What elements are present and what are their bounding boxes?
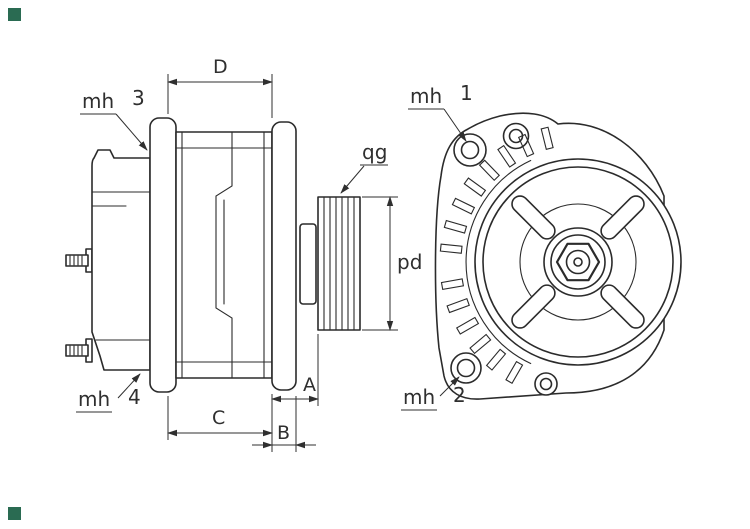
pulley-spokes bbox=[511, 195, 645, 329]
body-seam bbox=[215, 131, 233, 379]
dimension-b: B bbox=[252, 396, 316, 452]
pulley-mid-ring bbox=[519, 203, 637, 321]
dimension-b-label: B bbox=[277, 422, 290, 444]
shaft-center bbox=[573, 257, 583, 267]
mounting-hole-1 bbox=[453, 133, 487, 167]
mh2-prefix: mh bbox=[403, 385, 435, 409]
vent-slot bbox=[469, 333, 492, 355]
vent-slot bbox=[463, 177, 487, 197]
mounting-hole-2 bbox=[450, 352, 482, 384]
vent-slot bbox=[455, 316, 480, 335]
mounting-hole-top-right bbox=[502, 122, 530, 150]
hub-washer bbox=[550, 234, 606, 290]
mh4-prefix: mh bbox=[78, 387, 110, 411]
vent-slot bbox=[443, 219, 468, 234]
terminal-stud-top bbox=[65, 248, 93, 273]
vent-slot bbox=[440, 278, 465, 291]
shaft-spacer bbox=[299, 223, 317, 305]
spoke bbox=[600, 195, 645, 240]
dimension-d-label: D bbox=[213, 56, 228, 78]
callout-mh1: mh 1 bbox=[408, 81, 473, 142]
rear-housing bbox=[91, 149, 151, 371]
dimension-c: C bbox=[167, 394, 273, 452]
mh4-number: 4 bbox=[128, 385, 141, 409]
dimension-qg: qg bbox=[340, 140, 388, 194]
mh1-number: 1 bbox=[460, 81, 473, 105]
shaft-hex-nut bbox=[555, 242, 601, 282]
vent-slot bbox=[446, 298, 470, 314]
front-view bbox=[434, 112, 682, 400]
mh3-number: 3 bbox=[132, 86, 145, 110]
mh1-prefix: mh bbox=[410, 84, 442, 108]
dimension-qg-label: qg bbox=[362, 140, 387, 164]
dimension-c-label: C bbox=[212, 407, 225, 429]
mounting-hole-bottom-right bbox=[534, 372, 558, 396]
pulley-inner-rim bbox=[482, 166, 674, 358]
callout-mh2: mh 2 bbox=[401, 376, 466, 411]
mh3-prefix: mh bbox=[82, 89, 114, 113]
mh2-number: 2 bbox=[453, 383, 466, 407]
shaft-end bbox=[565, 249, 591, 275]
callout-mh3: mh 3 bbox=[80, 86, 148, 151]
rear-mounting-lug bbox=[149, 117, 177, 393]
dimension-pd-label: pd bbox=[397, 250, 422, 274]
dimension-a-label: A bbox=[303, 374, 316, 396]
stator-body bbox=[175, 131, 273, 379]
side-view bbox=[65, 117, 361, 393]
vent-slot bbox=[485, 348, 507, 371]
terminal-stud-bottom bbox=[65, 338, 93, 363]
corner-mark-bottom-left bbox=[8, 507, 21, 520]
pulley-front bbox=[474, 158, 682, 366]
vent-slot bbox=[451, 197, 476, 215]
pulley-grooves bbox=[323, 196, 355, 331]
bracket-face-arc bbox=[465, 159, 532, 365]
vent-slot bbox=[478, 159, 501, 182]
corner-mark-top-left bbox=[8, 8, 21, 21]
spoke bbox=[511, 195, 556, 240]
front-mounting-lug bbox=[271, 121, 297, 391]
pulley-side bbox=[317, 196, 361, 331]
vent-slots-upper bbox=[439, 126, 554, 254]
vent-slot bbox=[497, 144, 517, 168]
dimension-a: A bbox=[271, 334, 319, 406]
vent-slot bbox=[517, 133, 535, 158]
vent-slot bbox=[540, 126, 554, 150]
callout-mh4: mh 4 bbox=[76, 373, 141, 413]
spoke bbox=[600, 284, 645, 329]
dimension-pd: pd bbox=[362, 196, 422, 331]
dimension-d: D bbox=[167, 56, 273, 118]
vent-slot bbox=[439, 243, 463, 254]
spoke bbox=[511, 284, 556, 329]
vent-slots-lower bbox=[440, 278, 524, 385]
vent-slot bbox=[505, 360, 524, 385]
